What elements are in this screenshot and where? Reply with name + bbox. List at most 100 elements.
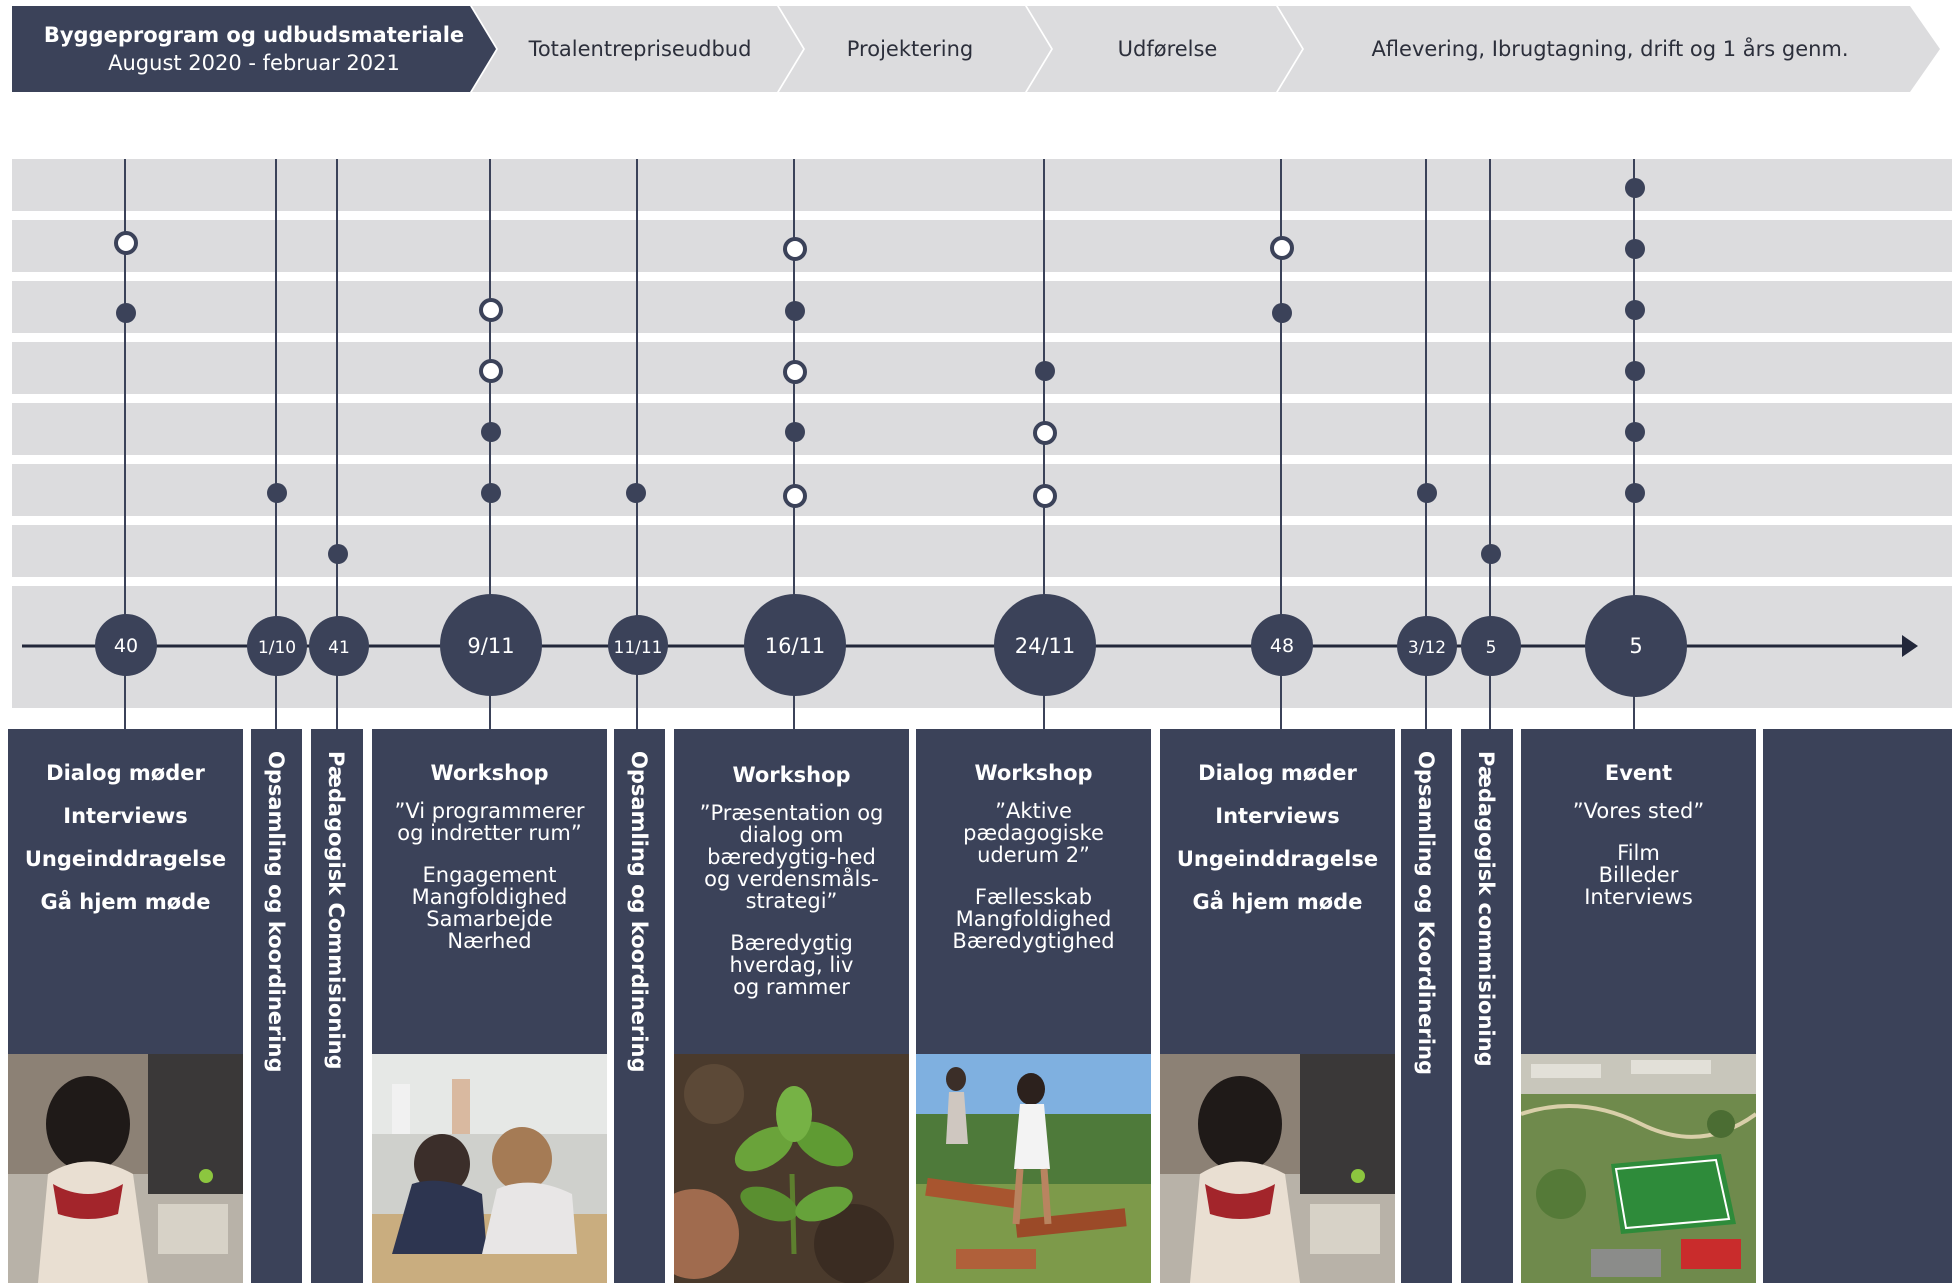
plant-seedling-photo [674, 1054, 909, 1283]
card-workshop-3-text: Workshop ”Aktive pædagogiske uderum 2” F… [916, 762, 1151, 952]
card-opsamling-3-vtext: Opsamling og Koordinering [1401, 729, 1452, 1283]
phase-1: Byggeprogram og udbudsmateriale August 2… [12, 6, 496, 92]
milestone-circle-5-small [1461, 616, 1521, 676]
card-line: Samarbejde [426, 907, 553, 931]
phase-1-subtitle: August 2020 - februar 2021 [108, 51, 400, 75]
row-band-6 [12, 464, 1952, 516]
aerial-campus-photo [1521, 1054, 1756, 1283]
card-quote: ”Vi programmerer og indretter rum” [394, 799, 585, 845]
plant-seedling-photo-art [674, 1054, 909, 1283]
card-opsamling-2: Opsamling og koordinering [614, 729, 665, 1283]
card-line: Mangfoldighed [955, 907, 1112, 931]
phase-arrow-2 [472, 6, 803, 92]
dot-open [783, 237, 807, 261]
phase-4-title: Udførelse [1117, 37, 1218, 61]
card-workshop-1: Workshop ”Vi programmerer og indretter r… [372, 729, 607, 1283]
card-opsamling-3: Opsamling og Koordinering [1401, 729, 1452, 1283]
dot-filled [481, 483, 501, 503]
card-line: Dialog møder [1198, 761, 1357, 785]
card-workshop-2-text: Workshop ”Præsentation og dialog om bære… [674, 764, 909, 998]
dot-filled [1625, 361, 1645, 381]
card-line: Gå hjem møde [1192, 890, 1363, 914]
card-quote: ”Præsentation og dialog om bæredygtig-he… [699, 801, 884, 913]
card-line: Billeder [1598, 863, 1679, 887]
phase-arrow-3 [779, 6, 1051, 92]
card-line: Dialog møder [46, 761, 205, 785]
dot-filled [481, 422, 501, 442]
phase-2: Totalentrepriseudbud [500, 6, 780, 92]
milestone-circle-11-11 [608, 615, 668, 675]
phase-arrow-5 [1278, 6, 1940, 92]
card-heading: Workshop [732, 763, 851, 787]
milestone-circles [95, 594, 1687, 697]
card-line: Nærhed [447, 929, 532, 953]
card-dialog-1: Dialog møder Interviews Ungeinddragelse … [8, 729, 243, 1283]
students-working-photo-art-2 [1160, 1054, 1395, 1283]
card-line: Gå hjem møde [40, 890, 211, 914]
dot-filled [267, 483, 287, 503]
card-opsamling-2-label: Opsamling og koordinering [626, 751, 651, 1073]
milestone-label: 5 [1486, 638, 1497, 658]
card-line: Bæredygtighed [952, 929, 1115, 953]
row-band-4 [12, 342, 1952, 394]
card-dialog-2: Dialog møder Interviews Ungeinddragelse … [1160, 729, 1395, 1283]
card-dialog-1-text: Dialog møder Interviews Ungeinddragelse … [8, 762, 243, 934]
phase-5-title: Aflevering, Ibrugtagning, drift og 1 års… [1371, 37, 1849, 61]
card-opsamling-2-vtext: Opsamling og koordinering [614, 729, 665, 1283]
phase-bar: Byggeprogram og udbudsmateriale August 2… [0, 0, 1952, 100]
card-pedagogisk-1-vtext: Pædagogisk Commisioning [311, 729, 363, 1283]
card-line: Ungeinddragelse [1176, 847, 1379, 871]
card-pedagogisk-2-label: Pædagogisk commisioning [1474, 751, 1498, 1067]
row-band-1 [12, 159, 1952, 211]
milestone-label: 24/11 [1015, 634, 1076, 658]
milestone-circle-3-12 [1397, 616, 1457, 676]
milestone-circle-48 [1251, 614, 1313, 676]
dot-open [783, 360, 807, 384]
open-dots [114, 231, 1294, 508]
milestone-label: 16/11 [765, 634, 826, 658]
card-heading: Workshop [974, 761, 1093, 785]
card-workshop-3: Workshop ”Aktive pædagogiske uderum 2” F… [916, 729, 1151, 1283]
milestone-circle-16-11 [744, 594, 846, 696]
dot-filled [785, 422, 805, 442]
phase-4: Udførelse [1050, 6, 1285, 92]
card-opsamling-1-vtext: Opsamling og koordinering [251, 729, 302, 1283]
dot-open [783, 484, 807, 508]
phase-3: Projektering [805, 6, 1015, 92]
card-line: Fællesskab [974, 885, 1093, 909]
dot-filled [1481, 544, 1501, 564]
dot-filled [1035, 361, 1055, 381]
dot-open [479, 359, 503, 383]
aerial-campus-photo-art [1521, 1054, 1756, 1283]
students-working-photo-art [8, 1054, 243, 1283]
dot-filled [626, 483, 646, 503]
card-line: Film [1617, 841, 1660, 865]
row-band-7 [12, 525, 1952, 577]
milestone-label: 41 [328, 638, 350, 658]
dot-filled [116, 303, 136, 323]
row-band-5 [12, 403, 1952, 455]
outdoor-play-photo [916, 1054, 1151, 1283]
phase-3-title: Projektering [846, 37, 974, 61]
card-opsamling-1-label: Opsamling og koordinering [263, 751, 288, 1073]
card-pedagogisk-1-label: Pædagogisk Commisioning [324, 751, 348, 1070]
workshop-students-photo-art [372, 1054, 607, 1283]
milestone-label: 9/11 [467, 634, 514, 658]
card-workshop-2: Workshop ”Præsentation og dialog om bære… [674, 729, 909, 1283]
milestone-label: 3/12 [1408, 638, 1446, 658]
workshop-students-photo [372, 1054, 607, 1283]
card-line: Engagement [422, 863, 557, 887]
row-band-3 [12, 281, 1952, 333]
dot-filled [1625, 239, 1645, 259]
milestone-labels: 40 1/10 41 9/11 11/11 16/11 24/11 48 3/1… [114, 634, 1643, 658]
milestone-label: 40 [114, 635, 138, 657]
card-line: Interviews [1584, 885, 1693, 909]
dot-filled [1625, 300, 1645, 320]
phase-1-title: Byggeprogram og udbudsmateriale [43, 23, 465, 47]
card-quote: ”Vores sted” [1572, 799, 1705, 823]
dot-filled [1417, 483, 1437, 503]
outdoor-play-photo-art [916, 1054, 1151, 1283]
dot-filled [328, 544, 348, 564]
